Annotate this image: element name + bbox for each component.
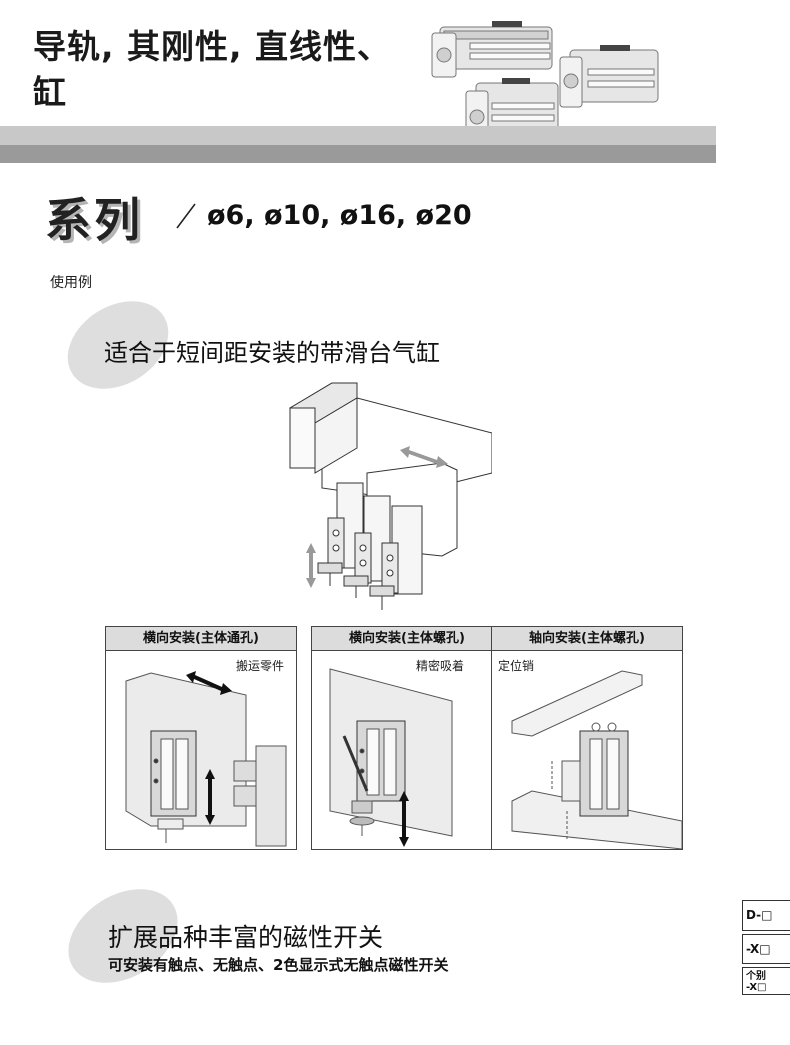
panel-caption: 搬运零件 [236, 659, 285, 673]
tab3-line-1: 个别 [746, 971, 766, 982]
panel-caption: 精密吸着 [416, 659, 465, 673]
motion-arrows [186, 671, 232, 825]
usage-label: 使用例 [50, 275, 92, 291]
product-cylinder-2 [559, 45, 659, 108]
series-label: 系列 [45, 193, 143, 247]
series-sizes: ø6, ø10, ø16, ø20 [207, 200, 472, 231]
product-photo [431, 21, 659, 146]
section1-heading: 适合于短间距安装的带滑台气缸 [104, 339, 440, 367]
tab-individual-x[interactable]: 个别 -X□ [742, 967, 790, 995]
header-band-dark [0, 145, 716, 163]
title-line-1: 导轨, 其刚性, 直线性、 [33, 27, 392, 66]
title-line-2: 缸 [33, 73, 67, 112]
panel-lateral-through-hole: 横向安装(主体通孔) 搬运零件 [105, 626, 297, 850]
panel-illustration [511, 670, 682, 849]
mounting-diagram [289, 382, 492, 610]
panel-title: 轴向安装(主体螺孔) [492, 627, 682, 651]
tab3-line-2: -X□ [746, 982, 767, 993]
panel-caption: 定位销 [498, 659, 535, 673]
panel-illustration [125, 671, 287, 847]
section2-heading: 扩展品种丰富的磁性开关 [108, 923, 384, 952]
panel-axial-tapped-hole: 轴向安装(主体螺孔) 定位销 [491, 626, 683, 850]
section2-subtext: 可安装有触点、无触点、2色显示式无触点磁性开关 [108, 956, 449, 974]
panel-lateral-tapped-hole: 横向安装(主体螺孔) 精密吸着 [311, 626, 503, 850]
tab-d-switch[interactable]: D-□ [742, 900, 790, 931]
panel-title: 横向安装(主体通孔) [106, 627, 296, 651]
side-index-tabs: D-□ -X□ 个别 -X□ [742, 900, 790, 995]
panel-illustration [329, 668, 453, 847]
product-cylinder-3 [465, 78, 559, 146]
motion-arrows [306, 446, 448, 588]
slash-divider [176, 203, 196, 229]
product-cylinder-1 [431, 21, 553, 78]
page-title: 导轨, 其刚性, 直线性、 缸 [33, 24, 391, 116]
panel-title: 横向安装(主体螺孔) [312, 627, 502, 651]
motion-arrows [399, 791, 409, 847]
header-band-light [0, 126, 716, 145]
tab-x-options[interactable]: -X□ [742, 934, 790, 964]
cylinder-unit-3 [369, 505, 423, 610]
